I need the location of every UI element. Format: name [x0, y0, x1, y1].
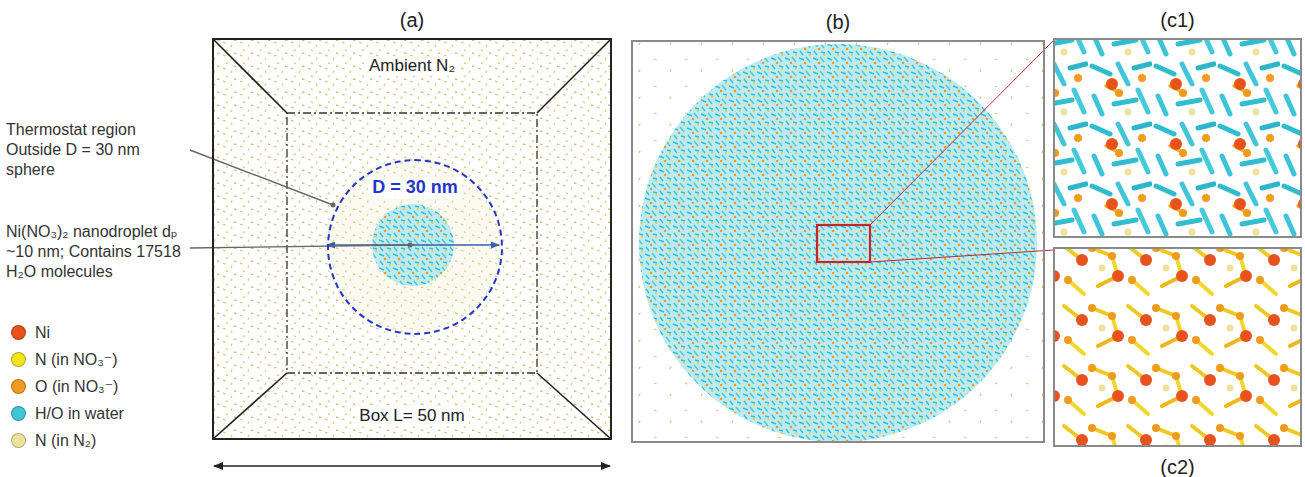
legend-swatch	[11, 433, 26, 448]
legend-entry: Ni	[8, 322, 188, 344]
annotation-label: Thermostat region Outside D = 30 nm sphe…	[6, 120, 186, 180]
legend-text: N (in N₂)	[35, 431, 96, 451]
leader-dot	[408, 243, 413, 248]
legend-swatch	[11, 325, 26, 340]
legend-text: Ni	[35, 323, 50, 343]
zoom-line	[870, 40, 1054, 225]
droplet-sphere	[639, 44, 1037, 442]
simulation-box: (a)Ambient N₂Box L= 50 nmD = 30 nm	[212, 38, 612, 440]
ambient-gas	[632, 41, 1044, 442]
legend-text: N (in NO₃⁻)	[35, 350, 118, 370]
zoom-water	[1054, 39, 1301, 237]
panel-label: (c2)	[1160, 455, 1194, 477]
legend-text: H/O in water	[35, 404, 124, 424]
legend-entry: N (in N₂)	[8, 430, 188, 452]
zoom-region	[817, 225, 870, 262]
annotation-label: Ni(NO₃)₂ nanodroplet dₚ ~10 nm; Contains…	[6, 222, 186, 282]
zoom-line	[870, 250, 1054, 262]
ambient-gas	[213, 39, 611, 439]
box-length-arrow	[214, 465, 610, 467]
inner-box-edge	[287, 113, 537, 373]
dimension-label: Box L= 50 nm	[355, 406, 468, 426]
legend-entry: N (in NO₃⁻)	[8, 349, 188, 371]
dimension-label: D = 30 nm	[368, 177, 462, 199]
legend-entry: H/O in water	[8, 403, 188, 425]
legend-swatch	[11, 406, 26, 421]
leader-line	[190, 245, 410, 248]
zoom-nitrate	[1054, 248, 1301, 445]
panel-label: (a)	[400, 8, 424, 32]
leader-dot	[331, 203, 336, 208]
thermostat-sphere: D = 30 nm	[327, 159, 503, 335]
legend-swatch	[11, 352, 26, 367]
legend-text: O (in NO₃⁻)	[35, 377, 118, 397]
region-label: Ambient N₂	[365, 56, 459, 76]
thermostat-clear	[325, 157, 501, 333]
panel-label: (b)	[826, 10, 850, 34]
zoom-panel: (c2)	[1053, 247, 1302, 447]
legend-entry: O (in NO₃⁻)	[8, 376, 188, 398]
box-edge	[537, 373, 611, 439]
droplet-panel: (b)	[631, 40, 1045, 443]
legend-swatch	[11, 379, 26, 394]
box-edge	[213, 39, 287, 113]
box-edge	[213, 373, 287, 439]
zoom-panel: (c1)	[1053, 38, 1302, 238]
panel-label: (c1)	[1160, 8, 1194, 32]
box-edge	[537, 39, 611, 113]
